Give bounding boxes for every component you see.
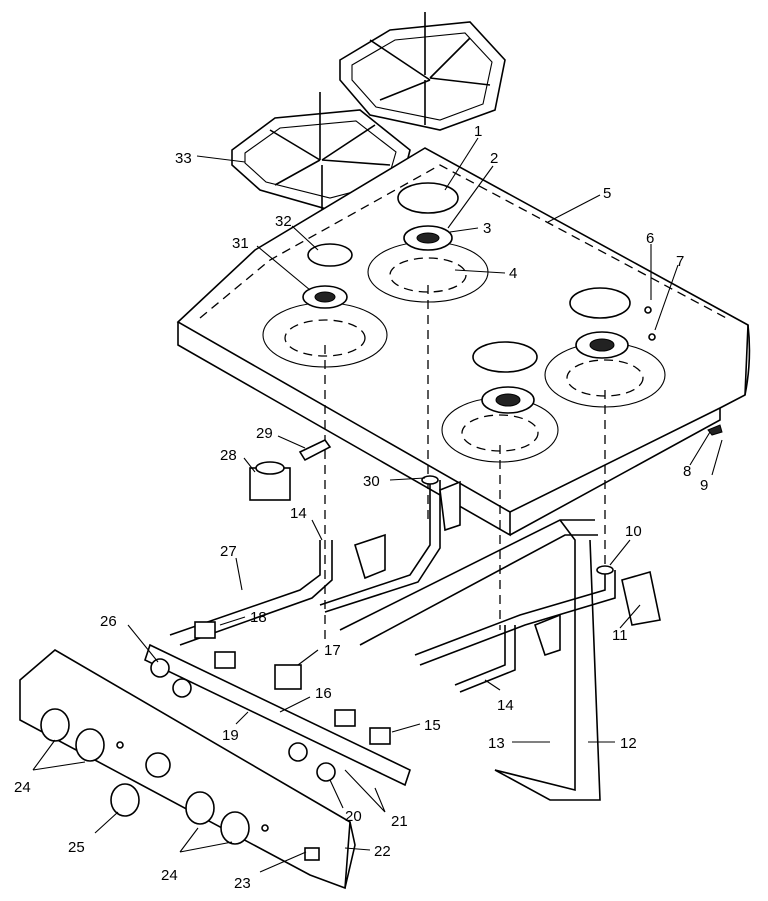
callout-13: 13 (488, 735, 505, 752)
callout-12: 12 (620, 735, 637, 752)
callout-6: 6 (646, 230, 654, 247)
callout-labels: 1 2 3 4 5 6 7 8 9 10 11 12 13 14 14 15 1… (14, 123, 708, 892)
callout-18: 18 (250, 609, 267, 626)
grate-rear (339, 12, 506, 131)
callout-4: 4 (509, 265, 517, 282)
callout-10: 10 (625, 523, 642, 540)
callout-15: 15 (424, 717, 441, 734)
brackets (354, 480, 661, 657)
callout-24-left: 24 (14, 779, 31, 796)
callout-22: 22 (374, 843, 391, 860)
callout-16: 16 (315, 685, 332, 702)
callout-17: 17 (324, 642, 341, 659)
callout-30: 30 (363, 473, 380, 490)
callout-9: 9 (700, 477, 708, 494)
callout-27: 27 (220, 543, 237, 560)
leader-lines (32, 137, 723, 873)
callout-11: 11 (612, 627, 628, 644)
callout-25: 25 (68, 839, 85, 856)
callout-8: 8 (683, 463, 691, 480)
callout-19: 19 (222, 727, 239, 744)
callout-32: 32 (275, 213, 292, 230)
callout-33: 33 (175, 150, 192, 167)
callout-20: 20 (345, 808, 362, 825)
callout-14-upper: 14 (290, 505, 307, 522)
burner-heads (302, 225, 629, 414)
callout-28: 28 (220, 447, 237, 464)
callout-5: 5 (603, 185, 611, 202)
callout-29: 29 (256, 425, 273, 442)
callout-23: 23 (234, 875, 251, 892)
manifold-bar (144, 643, 411, 787)
callout-31: 31 (232, 235, 249, 252)
callout-1: 1 (474, 123, 482, 140)
burner-caps (307, 182, 631, 373)
valves (194, 461, 391, 745)
callout-2: 2 (490, 150, 498, 167)
gas-tubing (169, 480, 616, 801)
callout-26: 26 (100, 613, 117, 630)
small-parts (150, 306, 723, 782)
callout-21: 21 (391, 813, 408, 830)
callout-24-right: 24 (161, 867, 178, 884)
control-knobs (40, 708, 320, 861)
callout-7: 7 (676, 253, 684, 270)
callout-14-lower: 14 (497, 697, 514, 714)
callout-3: 3 (483, 220, 491, 237)
